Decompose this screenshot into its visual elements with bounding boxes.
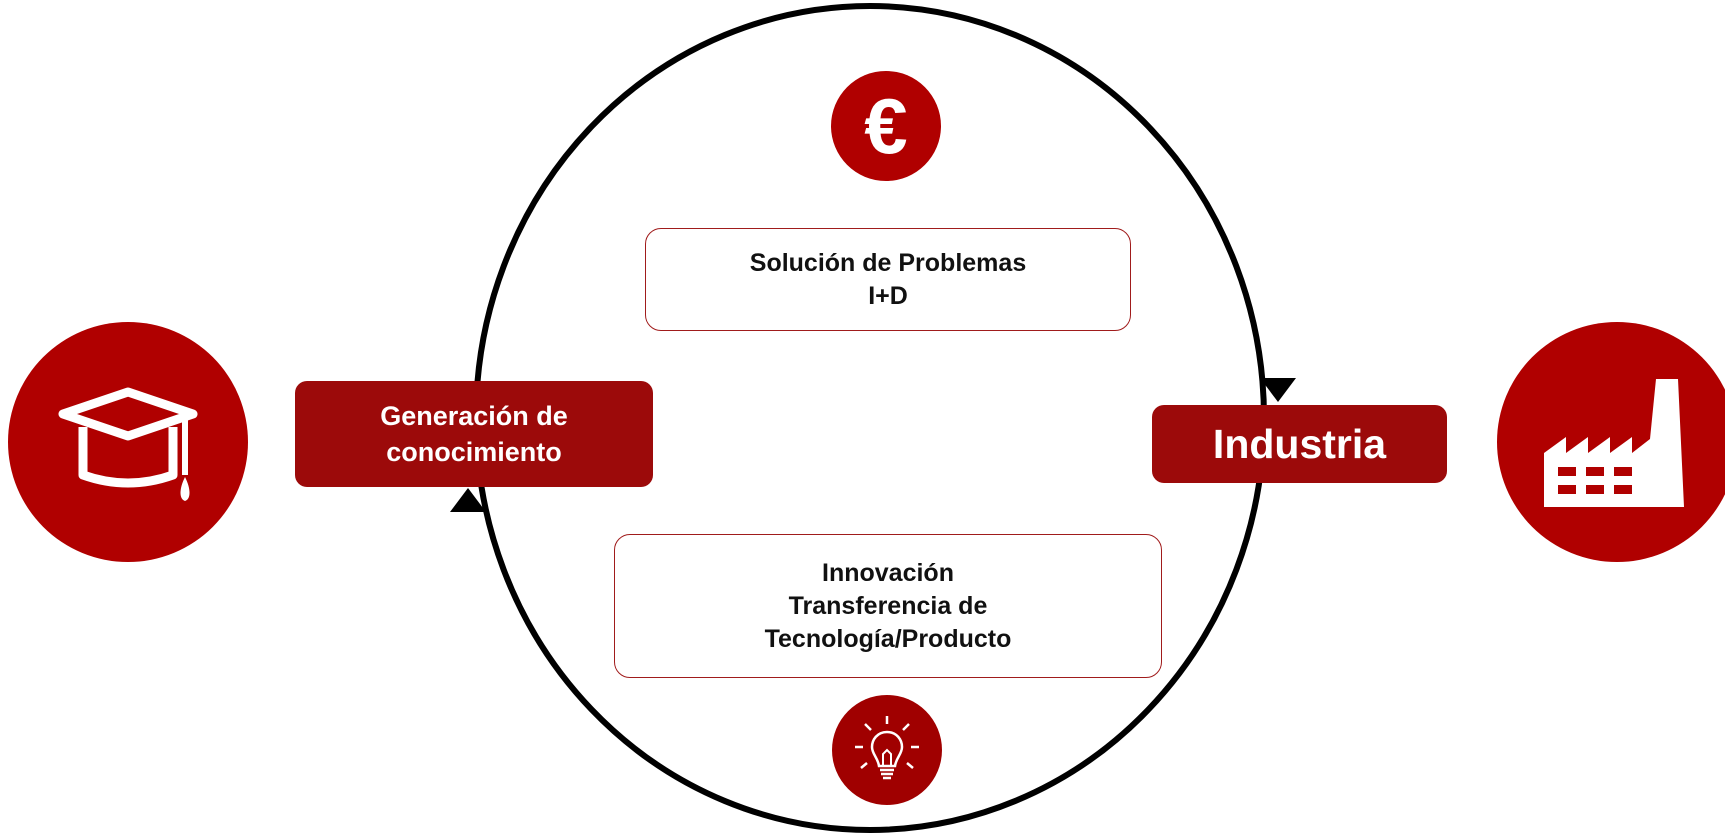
graduation-cap-icon (58, 387, 198, 501)
factory-icon (1544, 379, 1684, 507)
euro-circle: € (831, 71, 941, 181)
solucion-line2: I+D (868, 281, 908, 310)
generacion-conocimiento-box: Generación de conocimiento (295, 381, 653, 487)
innovacion-box: Innovación Transferencia de Tecnología/P… (614, 534, 1162, 678)
generacion-line1: Generación de (380, 401, 568, 431)
solucion-problemas-box: Solución de Problemas I+D (645, 228, 1131, 331)
lightbulb-circle (832, 695, 942, 805)
generacion-line2: conocimiento (386, 437, 562, 467)
arrow-to-industria (1260, 378, 1296, 402)
arrow-to-generacion (450, 488, 486, 512)
graduation-cap-circle (8, 322, 248, 562)
innovacion-line1: Innovación (822, 558, 954, 587)
industria-box: Industria (1152, 405, 1447, 483)
industria-label: Industria (1212, 420, 1387, 467)
innovacion-line3: Tecnología/Producto (764, 624, 1012, 653)
euro-icon: € (864, 82, 908, 170)
innovacion-line2: Transferencia de (788, 591, 988, 620)
factory-circle (1497, 322, 1725, 562)
solucion-line1: Solución de Problemas (749, 248, 1027, 277)
lightbulb-icon (855, 716, 919, 780)
